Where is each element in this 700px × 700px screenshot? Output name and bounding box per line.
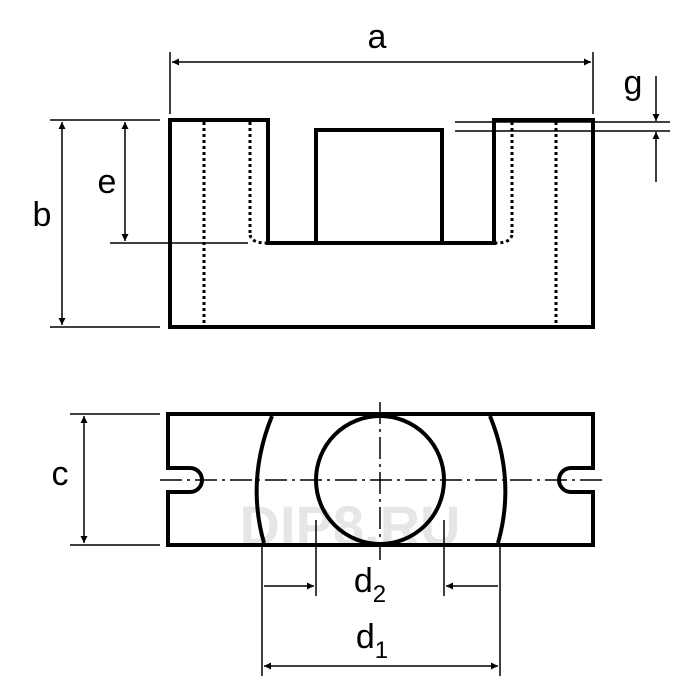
label-d2-main: d [354, 562, 373, 600]
label-d2-subscript: 2 [373, 581, 386, 608]
dimension-e: e [98, 122, 248, 244]
center-leg [314, 128, 444, 245]
dimension-b: b [33, 119, 160, 328]
core-plan-view [160, 402, 606, 560]
dimension-a: a [169, 18, 594, 114]
label-d1-subscript: 1 [375, 637, 388, 664]
hidden-curve-left [248, 234, 267, 245]
label-e: e [98, 163, 117, 201]
dimension-d2: d2 [264, 520, 498, 608]
hidden-curve-right [495, 234, 514, 245]
label-d1-main: d [356, 618, 375, 656]
label-g: g [624, 64, 643, 102]
dimension-c: c [52, 413, 160, 546]
core-plan-outline [166, 412, 595, 547]
label-c: c [52, 455, 69, 493]
label-a: a [368, 18, 387, 56]
label-b: b [33, 196, 52, 234]
dimension-g: g [455, 64, 670, 182]
core-side-view [168, 118, 595, 329]
label-d1: d1 [356, 618, 388, 664]
label-d2: d2 [354, 562, 386, 608]
core-side-outline [168, 118, 595, 329]
dimension-d1: d1 [261, 545, 501, 676]
